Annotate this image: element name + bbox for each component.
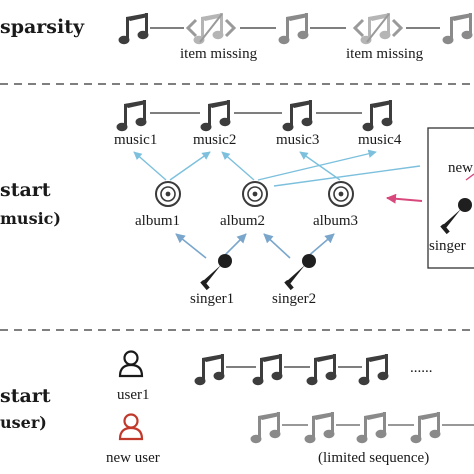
music-note-icon	[250, 412, 281, 444]
album-icon	[328, 181, 354, 207]
section-sparsity-label: sparsity	[0, 16, 85, 38]
user-icon	[118, 350, 144, 378]
inset-label-top: new	[448, 160, 473, 176]
section-music-label-line1: start	[0, 179, 51, 201]
album-music-arrows	[133, 149, 421, 187]
new-singer-inset: new singer	[427, 127, 474, 269]
singer-album-arrows	[175, 233, 335, 259]
album-label: album3	[313, 213, 358, 229]
user-label: new user	[106, 450, 160, 466]
missing-label: item missing	[180, 46, 258, 62]
inset-label-bottom: singer	[429, 238, 466, 254]
music-label: music3	[276, 132, 319, 148]
music-note-icon	[278, 13, 309, 45]
music-note-icon	[410, 412, 441, 444]
music-row	[116, 100, 393, 132]
user1-sequence	[194, 354, 389, 386]
section-music-label-line2: music)	[0, 209, 61, 228]
music-label: music2	[193, 132, 236, 148]
music-note-icon	[304, 412, 335, 444]
music-note-icon	[356, 412, 387, 444]
new-user-icon	[118, 413, 144, 441]
sequence-ellipsis: ......	[410, 360, 433, 376]
music-note-icon	[282, 100, 313, 132]
music-note-icon	[194, 354, 225, 386]
singer-label: singer2	[272, 291, 316, 307]
album-icon	[155, 181, 181, 207]
sparsity-sequence	[118, 13, 473, 45]
inset-connector	[465, 173, 474, 181]
microphone-icon	[200, 254, 232, 291]
limited-sequence-label: (limited sequence)	[318, 450, 429, 466]
music-label: music1	[114, 132, 157, 148]
music-note-icon	[118, 13, 149, 45]
music-note-icon	[252, 354, 283, 386]
music-label: music4	[358, 132, 402, 148]
missing-item-icon	[185, 13, 237, 45]
music-note-icon	[116, 100, 147, 132]
section-user-label-line2: user)	[0, 413, 47, 432]
pink-arrow	[386, 193, 423, 204]
music-note-icon	[200, 100, 231, 132]
music-note-icon	[362, 100, 393, 132]
music-note-icon	[442, 13, 473, 45]
new-user-sequence	[250, 412, 474, 444]
album-icon	[242, 181, 268, 207]
music-note-icon	[358, 354, 389, 386]
section-user-label-line1: start	[0, 385, 51, 407]
microphone-icon	[284, 254, 316, 291]
missing-item-icon	[352, 13, 404, 45]
user-label: user1	[117, 387, 150, 403]
missing-label: item missing	[346, 46, 424, 62]
music-note-icon	[306, 354, 337, 386]
album-label: album1	[135, 213, 180, 229]
singer-label: singer1	[190, 291, 234, 307]
album-label: album2	[220, 213, 265, 229]
microphone-icon	[440, 198, 472, 235]
